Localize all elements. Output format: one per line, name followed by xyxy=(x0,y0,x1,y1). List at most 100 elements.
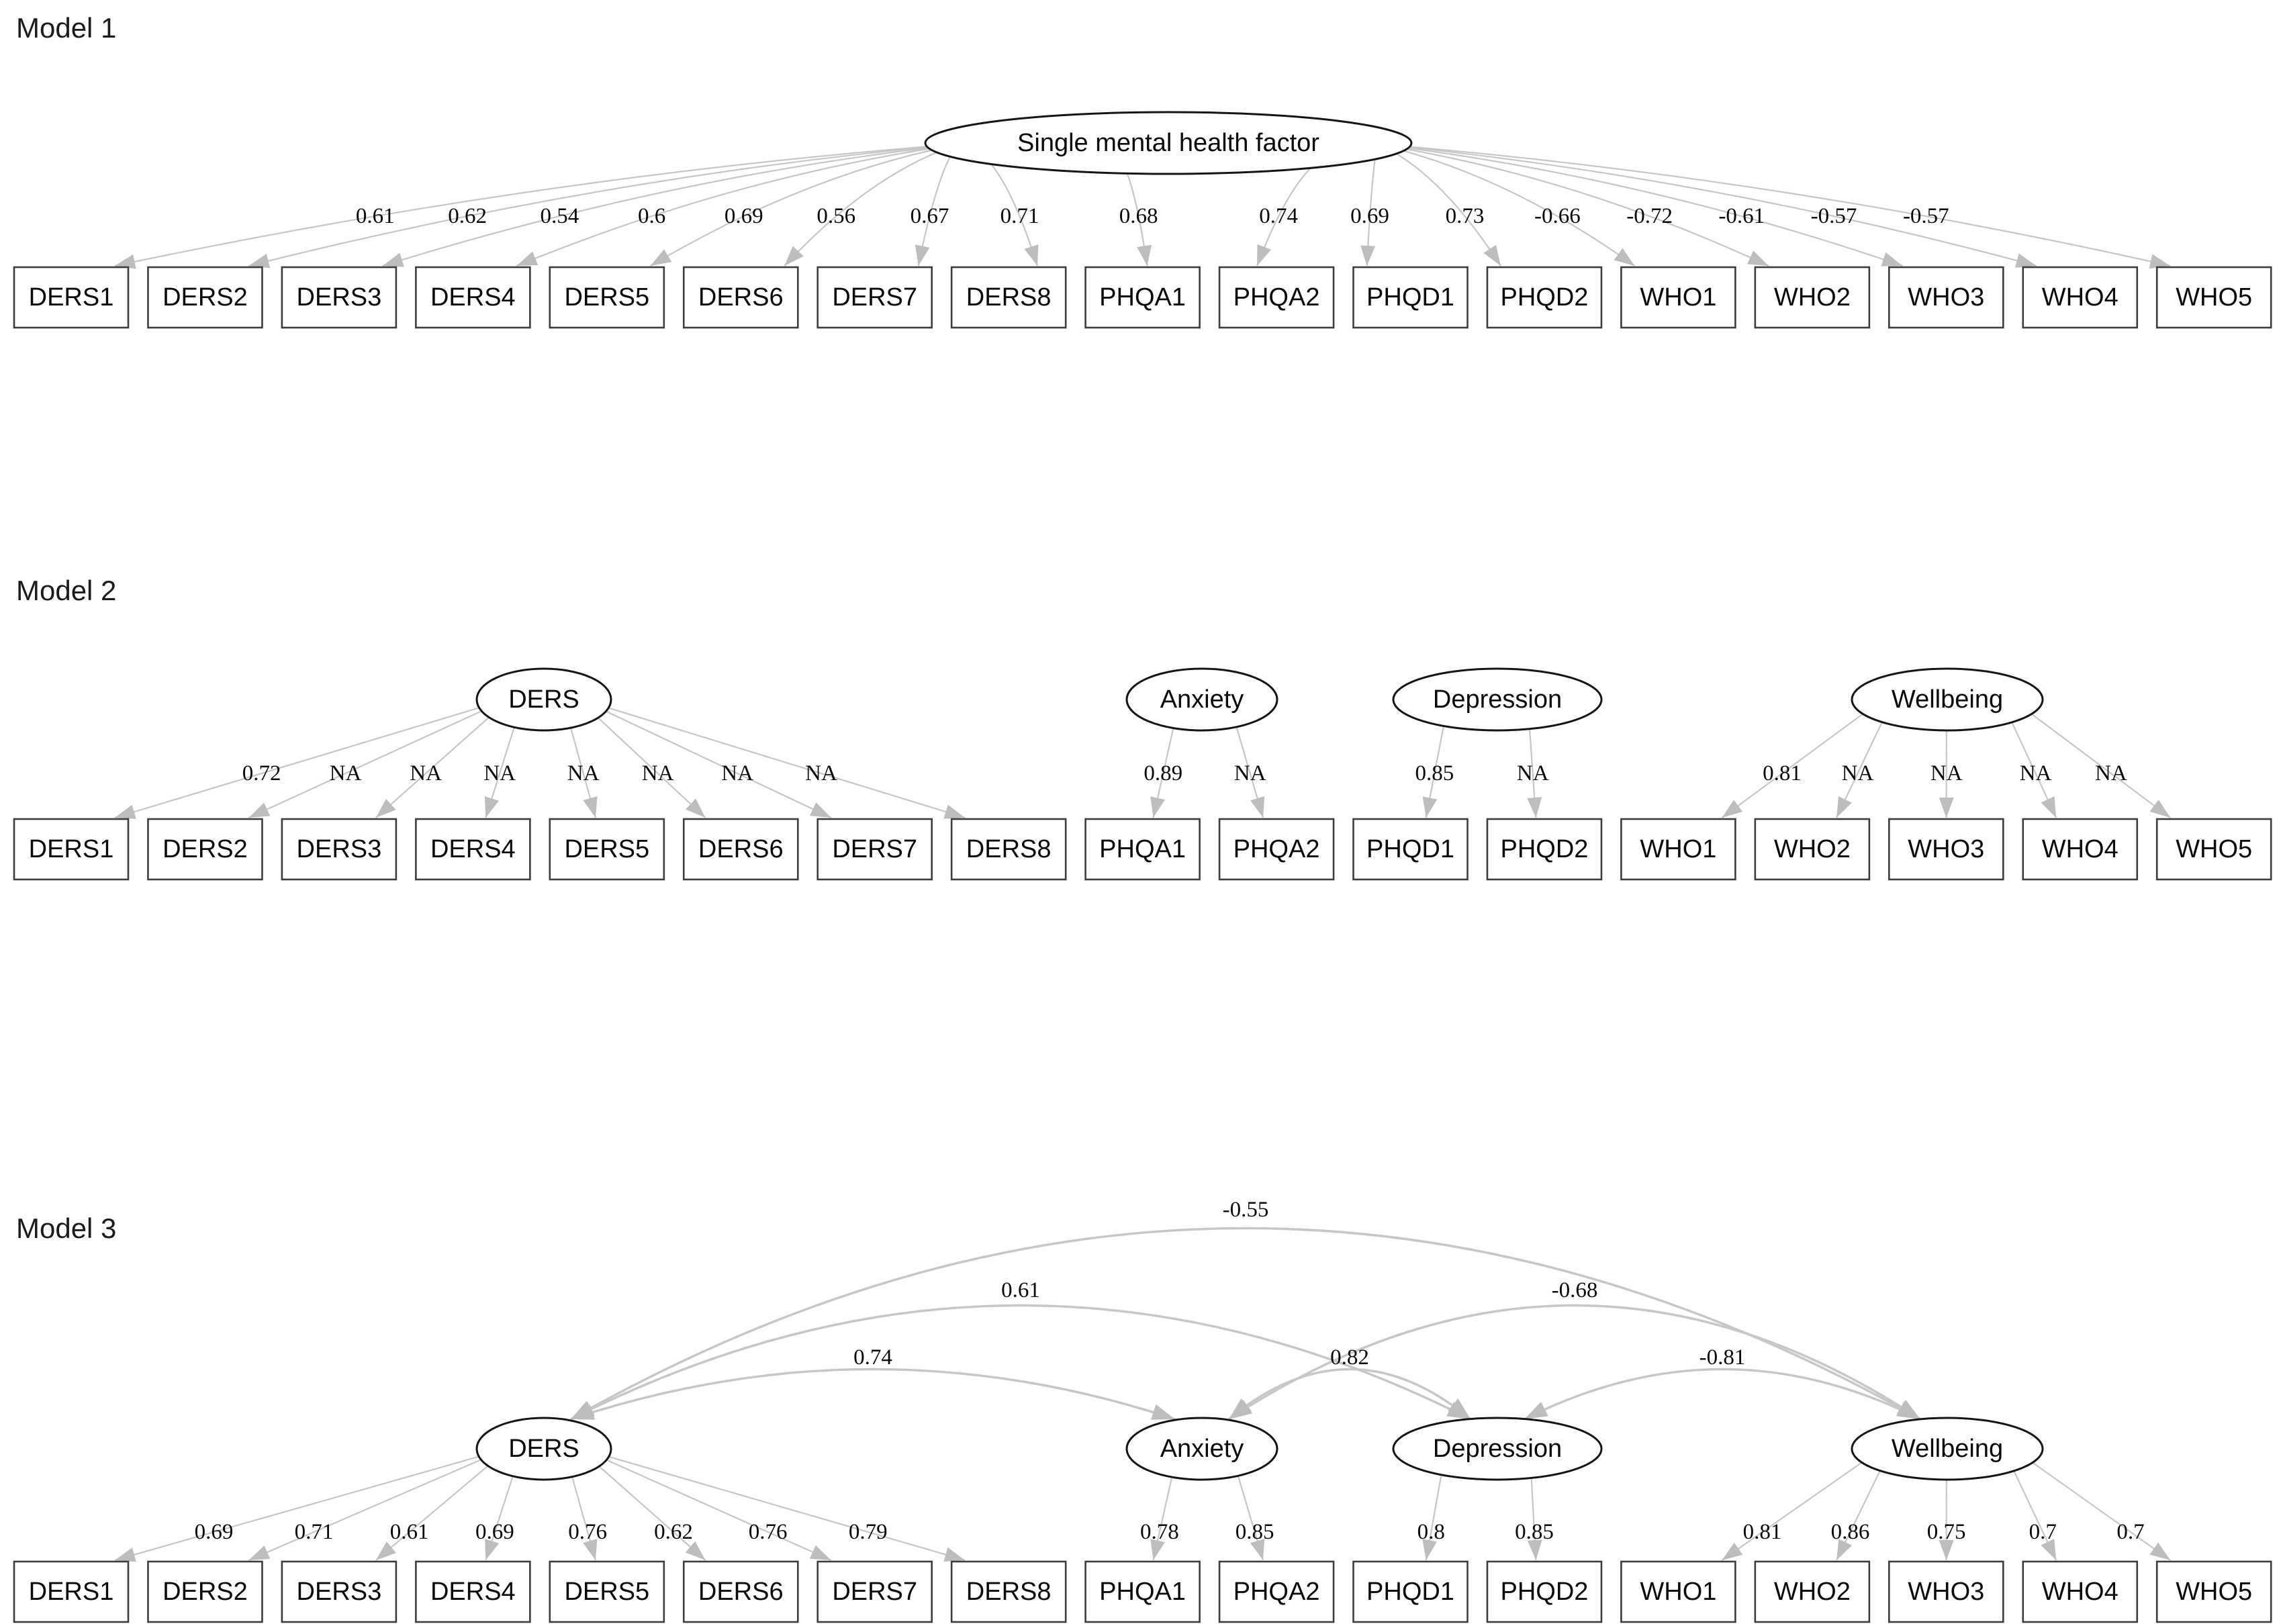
arrowhead-icon xyxy=(915,244,930,266)
indicator-box-DERS8 xyxy=(950,1560,1067,1623)
indicator-box-DERS8 xyxy=(950,266,1067,329)
loading-label: 0.68 xyxy=(1119,204,1158,228)
indicator-label: PHQA1 xyxy=(1099,1578,1186,1606)
indicator-box-PHQD1 xyxy=(1352,818,1469,881)
loading-label: 0.69 xyxy=(195,1520,234,1544)
loading-label: 0.62 xyxy=(654,1520,693,1544)
arrowhead-icon xyxy=(1150,1539,1165,1560)
edges-layer xyxy=(114,1227,2171,1562)
indicator-label: WHO5 xyxy=(2176,835,2252,863)
factor-ellipse-wellbeing xyxy=(1851,667,2044,732)
indicator-box-WHO5 xyxy=(2155,1560,2272,1623)
loading-label: 0.85 xyxy=(1236,1520,1274,1544)
loading-edge-wellbeing-who1 xyxy=(1721,713,1863,818)
indicator-box-WHO2 xyxy=(1754,1560,1871,1623)
arrowhead-icon xyxy=(2149,800,2171,818)
loading-label: 0.69 xyxy=(725,204,763,228)
arrowhead-icon xyxy=(583,1539,598,1560)
arrowhead-icon xyxy=(115,1547,136,1562)
arrowhead-icon xyxy=(1524,1401,1548,1419)
arrowhead-icon xyxy=(1257,244,1272,266)
indicator-box-DERS4 xyxy=(415,818,531,881)
covariance-label: -0.81 xyxy=(1700,1345,1746,1370)
indicator-label: PHQD2 xyxy=(1500,1578,1588,1606)
indicator-box-PHQD2 xyxy=(1486,266,1603,329)
loading-label: 0.7 xyxy=(2029,1520,2057,1544)
loading-label: NA xyxy=(410,761,442,785)
covariance-edge-anxiety-wellbeing xyxy=(1228,1304,1921,1421)
loading-label: NA xyxy=(1930,761,1963,785)
indicator-box-PHQA1 xyxy=(1084,818,1201,881)
indicator-label: PHQA2 xyxy=(1233,283,1320,312)
arrowhead-icon xyxy=(115,804,136,819)
arrowhead-icon xyxy=(2014,253,2037,268)
arrowhead-icon xyxy=(1446,1401,1471,1419)
indicator-box-WHO3 xyxy=(1888,266,2004,329)
factor-label-wellbeing: Wellbeing xyxy=(1892,685,2003,714)
indicator-label: WHO1 xyxy=(1640,835,1716,863)
covariance-label: 0.61 xyxy=(1001,1278,1040,1302)
loading-label: 0.61 xyxy=(356,204,395,228)
factor-label-ders: DERS xyxy=(508,1435,579,1463)
arrowhead-icon xyxy=(1836,1539,1853,1560)
arrowhead-icon xyxy=(1747,250,1769,266)
loading-label: 0.69 xyxy=(1350,204,1389,228)
indicator-box-DERS1 xyxy=(13,818,130,881)
model-2-title: Model 2 xyxy=(16,575,117,606)
loading-label: NA xyxy=(330,761,362,785)
indicator-label: DERS1 xyxy=(29,1578,114,1606)
arrowhead-icon xyxy=(1150,1404,1175,1420)
indicator-box-WHO1 xyxy=(1620,266,1736,329)
indicator-label: PHQD2 xyxy=(1500,283,1588,312)
indicator-label: DERS7 xyxy=(832,1578,917,1606)
indicator-box-PHQA2 xyxy=(1218,818,1335,881)
arrowhead-icon xyxy=(1422,796,1438,818)
arrowhead-icon xyxy=(583,796,598,818)
indicator-box-WHO4 xyxy=(2022,266,2139,329)
arrowhead-icon xyxy=(1250,796,1265,818)
loading-label: 0.75 xyxy=(1927,1520,1966,1544)
indicator-box-PHQD2 xyxy=(1486,1560,1603,1623)
indicator-label: WHO3 xyxy=(1908,283,1984,312)
indicator-label: DERS1 xyxy=(29,835,114,863)
edges-layer xyxy=(114,707,2171,819)
factor-ellipse-anxiety xyxy=(1125,667,1278,732)
loading-edge-wellbeing-who5 xyxy=(2032,1462,2171,1561)
factor-ellipse-ders xyxy=(475,1417,612,1481)
loading-label: -0.66 xyxy=(1534,204,1581,228)
loading-label: 0.89 xyxy=(1144,761,1182,785)
arrowhead-icon xyxy=(1896,1400,1920,1419)
arrowhead-icon xyxy=(650,249,672,266)
indicator-label: DERS2 xyxy=(162,1578,248,1606)
arrowhead-icon xyxy=(1939,797,1954,818)
arrowhead-icon xyxy=(686,798,706,818)
loading-edge-ders-ders7 xyxy=(606,1459,832,1562)
loading-edge-single-mental-health-factor-ders6 xyxy=(784,152,937,267)
indicator-label: DERS6 xyxy=(698,283,784,312)
indicator-box-DERS2 xyxy=(147,266,263,329)
loading-label: 0.78 xyxy=(1140,1520,1179,1544)
indicator-label: DERS1 xyxy=(29,283,114,312)
loading-label: NA xyxy=(1517,761,1549,785)
factor-ellipse-wellbeing xyxy=(1851,1417,2044,1481)
indicator-box-DERS1 xyxy=(13,266,130,329)
indicator-label: WHO4 xyxy=(2042,835,2119,863)
indicator-label: WHO4 xyxy=(2042,283,2119,312)
covariance-edge-ders-depression xyxy=(570,1304,1471,1421)
arrowhead-icon xyxy=(943,1547,966,1562)
loading-edge-ders-ders2 xyxy=(248,1459,481,1562)
loading-label: 0.72 xyxy=(242,761,281,785)
model-1-title: Model 1 xyxy=(16,12,117,44)
factor-ellipse-depression xyxy=(1392,1417,1603,1481)
indicator-box-WHO3 xyxy=(1888,1560,2004,1623)
loading-edge-single-mental-health-factor-ders1 xyxy=(114,146,927,267)
loading-edge-ders-ders3 xyxy=(375,716,490,818)
loading-edge-single-mental-health-factor-ders4 xyxy=(516,148,930,267)
indicator-label: WHO5 xyxy=(2176,283,2252,312)
arrowhead-icon xyxy=(2149,1542,2171,1560)
arrowhead-icon xyxy=(375,798,396,818)
